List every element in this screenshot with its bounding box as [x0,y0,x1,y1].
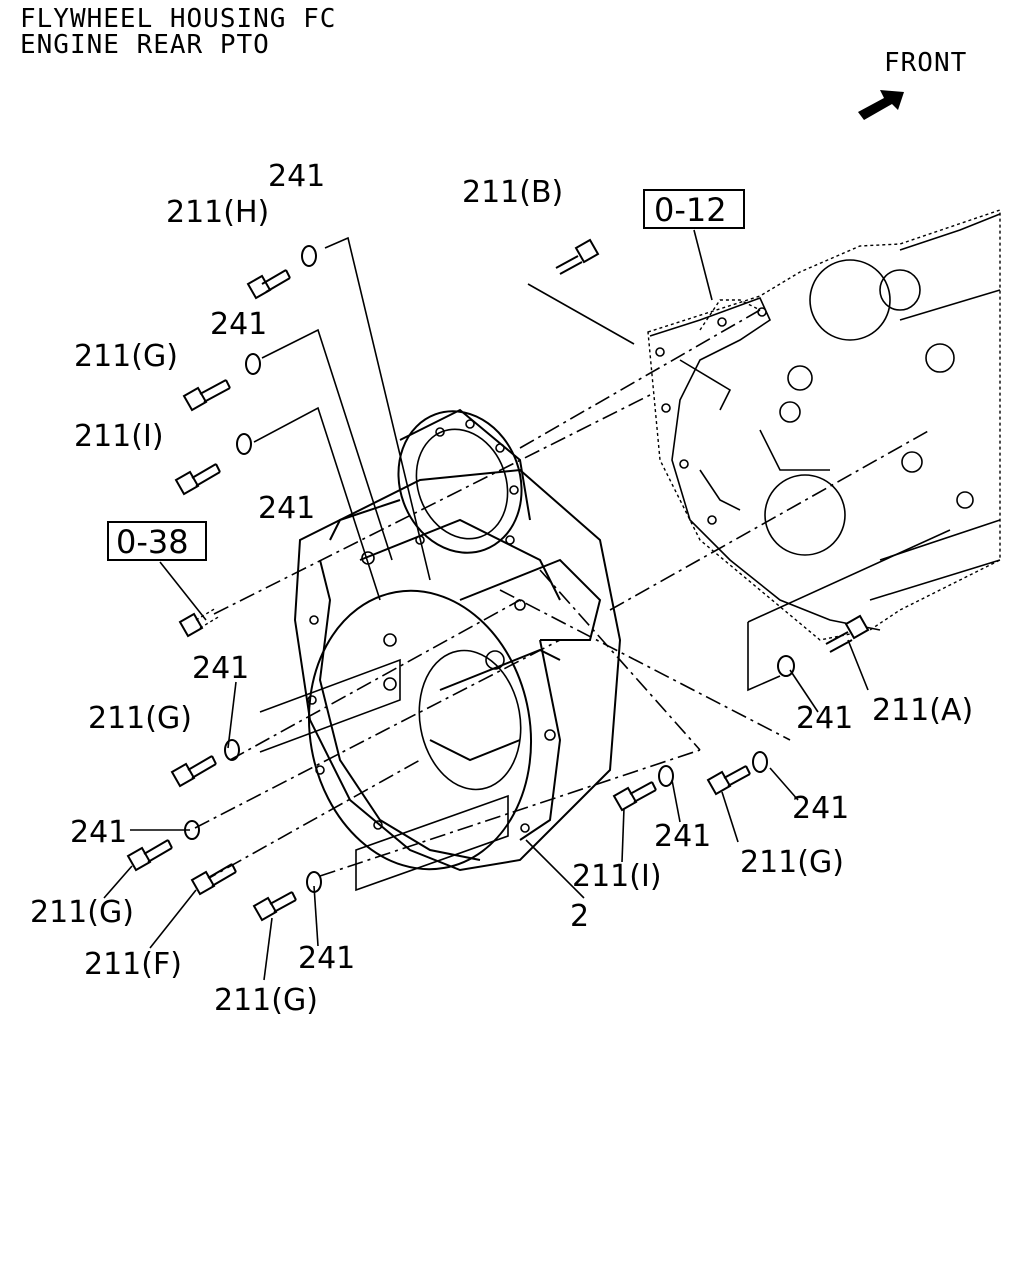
bolt-211f [190,863,237,896]
bolt-038 [178,607,221,638]
bolt-211h [246,269,291,300]
bolt-211i-2 [612,781,657,812]
callout-211i-2: 211(I) [572,859,662,894]
bolt-211g-3 [126,839,173,872]
bolt-211g-4 [252,891,297,922]
callout-labels: 241 211(H) 211(B) 241 211(G) 211(I) 241 … [30,159,973,1018]
callout-241-5: 241 [70,815,127,850]
callout-2: 2 [570,899,589,934]
arrow-icon [858,90,904,120]
callout-211a: 211(A) [872,693,973,728]
bolt-211g-2 [170,755,217,788]
callout-211g-1: 211(G) [74,339,178,374]
front-label: FRONT [884,48,968,78]
flywheel-housing [293,408,622,872]
leader-lines [103,229,951,981]
diagram-title: FLYWHEEL HOUSING FC [20,4,337,34]
diagram-subtitle: ENGINE REAR PTO [20,30,270,60]
callout-241-4: 241 [192,651,249,686]
callout-211g-3: 211(G) [30,895,134,930]
ref-box-012: 0-12 [643,189,745,229]
callout-241-8: 241 [792,791,849,826]
callout-211g-4: 211(G) [214,983,318,1018]
bolt-211i-1 [174,463,221,496]
callout-211i-1: 211(I) [74,419,164,454]
bolt-211g-5 [706,765,751,796]
bolt-211a [825,614,870,653]
washers-241 [184,245,795,893]
callout-211b: 211(B) [462,175,563,210]
callout-211g-2: 211(G) [88,701,192,736]
callout-241-7: 241 [654,819,711,854]
callout-211g-5: 211(G) [740,845,844,880]
callout-241-9: 241 [796,701,853,736]
bolt-211b [555,238,600,275]
callout-211f: 211(F) [84,947,182,982]
callout-241-6: 241 [298,941,355,976]
bolt-211g-1 [182,379,231,412]
ref-038-label: 0-38 [116,523,189,561]
engine-block [647,209,1001,641]
callout-241-top: 241 [268,159,325,194]
ref-012-label: 0-12 [654,191,727,229]
ref-box-038: 0-38 [107,521,207,561]
callout-211h: 211(H) [166,195,269,230]
callout-241-3: 241 [258,491,315,526]
callout-241-2: 241 [210,307,267,342]
